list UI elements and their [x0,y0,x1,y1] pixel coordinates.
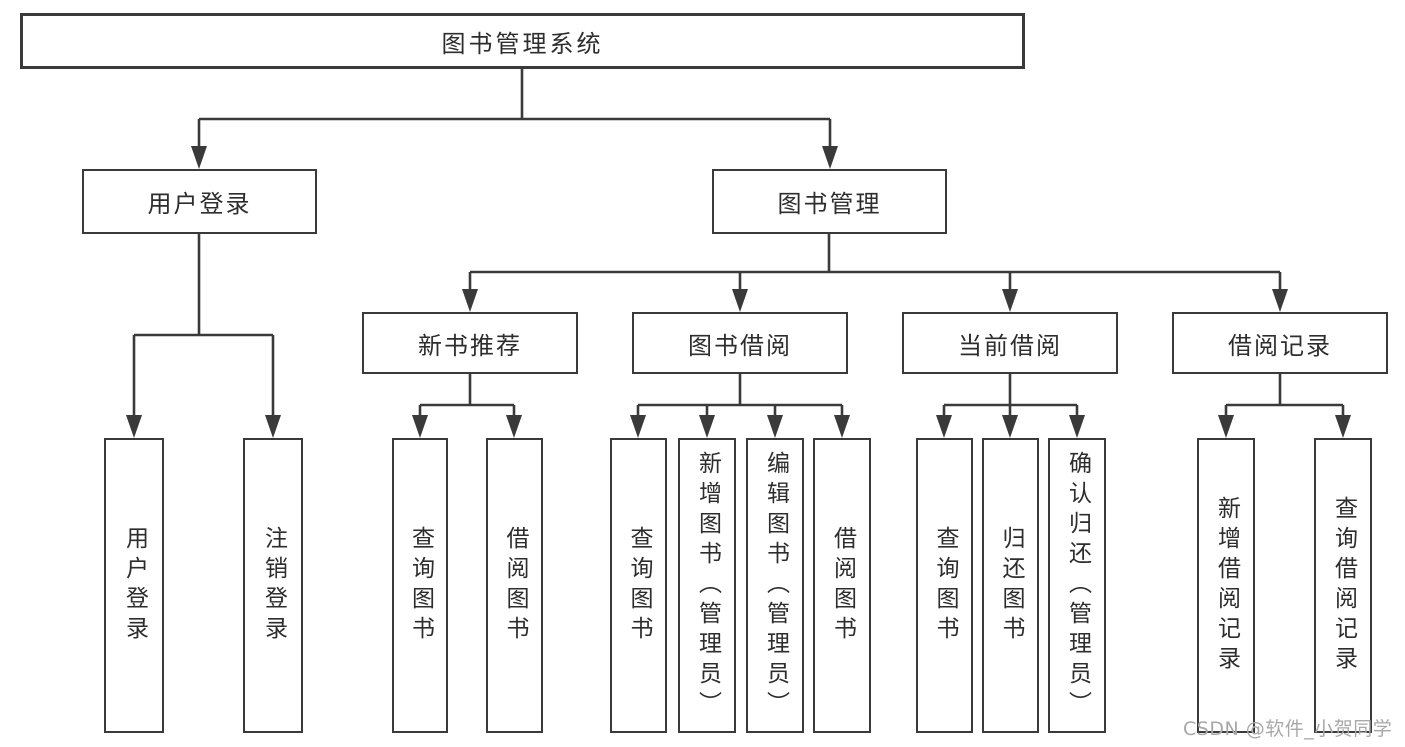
connector-root-to-level2 [191,69,838,169]
arrow-down-icon [834,415,850,438]
leaf-borrow-books-borrowing: 借阅图书 [813,438,871,733]
leaf-query-books-current: 查询图书 [916,438,973,733]
csdn-watermark: CSDN @软件_小贺同学 [1183,718,1393,740]
arrow-down-icon [126,415,142,438]
node-user-login: 用户登录 [82,169,317,234]
node-label: 图书管理 [777,190,882,218]
arrow-down-icon [732,289,748,312]
node-label: 用户登录 [147,190,252,218]
arrow-down-icon [936,415,952,438]
node-borrowing-records: 借阅记录 [1172,312,1388,374]
arrow-down-icon [1335,415,1351,438]
arrow-down-icon [1069,415,1085,438]
arrow-down-icon [630,415,646,438]
node-label: 归还图书 [998,525,1024,646]
node-new-book-recommend: 新书推荐 [362,312,578,374]
leaf-query-borrow-record: 查询借阅记录 [1314,438,1372,733]
leaf-user-login: 用户登录 [104,438,164,733]
leaf-edit-books-admin: 编辑图书（管理员） [746,438,804,733]
leaf-logout: 注销登录 [243,438,303,733]
connector-borrowing-records-children [1218,374,1351,438]
arrow-down-icon [412,415,428,438]
node-label: 新增图书（管理员） [694,450,721,721]
arrow-down-icon [1272,289,1288,312]
node-label: 用户登录 [121,525,148,646]
node-label: 当前借阅 [958,331,1062,360]
node-label: 查询图书 [626,525,652,646]
node-label: 编辑图书（管理员） [762,450,789,721]
connector-user-login-children [126,233,281,438]
arrow-down-icon [822,146,838,169]
leaf-query-books-borrowing: 查询图书 [610,438,667,733]
arrow-down-icon [1002,289,1018,312]
node-book-management: 图书管理 [712,169,947,234]
node-label: 查询图书 [407,525,434,646]
arrow-down-icon [1218,415,1234,438]
leaf-query-books-recommend: 查询图书 [392,438,448,733]
connector-current-borrowing-children [936,374,1085,438]
arrow-down-icon [767,415,783,438]
node-label: 查询图书 [932,525,958,646]
arrow-down-icon [506,415,522,438]
node-library-system: 图书管理系统 [20,13,1025,69]
connector-new-book-recommend-children [412,374,522,438]
arrow-down-icon [1002,415,1018,438]
node-label: 确认归还（管理员） [1064,450,1091,721]
node-label: 图书管理系统 [441,29,604,58]
node-label: 借阅图书 [829,525,856,646]
node-label: 新增借阅记录 [1213,495,1240,676]
leaf-return-books: 归还图书 [982,438,1039,733]
arrow-down-icon [699,415,715,438]
node-label: 注销登录 [260,525,287,646]
arrow-down-icon [462,289,478,312]
leaf-add-borrow-record: 新增借阅记录 [1197,438,1255,733]
leaf-add-books-admin: 新增图书（管理员） [678,438,736,733]
connector-book-management-children [462,234,1288,312]
node-current-borrowing: 当前借阅 [902,312,1118,374]
leaf-borrow-books-recommend: 借阅图书 [486,438,543,733]
node-label: 借阅图书 [502,525,528,646]
node-label: 新书推荐 [418,331,522,360]
node-label: 图书借阅 [688,331,792,360]
leaf-confirm-return-admin: 确认归还（管理员） [1048,438,1106,733]
node-book-borrowing: 图书借阅 [632,312,848,374]
arrow-down-icon [265,415,281,438]
arrow-down-icon [191,146,207,169]
connector-book-borrowing-children [630,374,850,438]
node-label: 借阅记录 [1228,331,1332,360]
node-label: 查询借阅记录 [1330,495,1357,676]
